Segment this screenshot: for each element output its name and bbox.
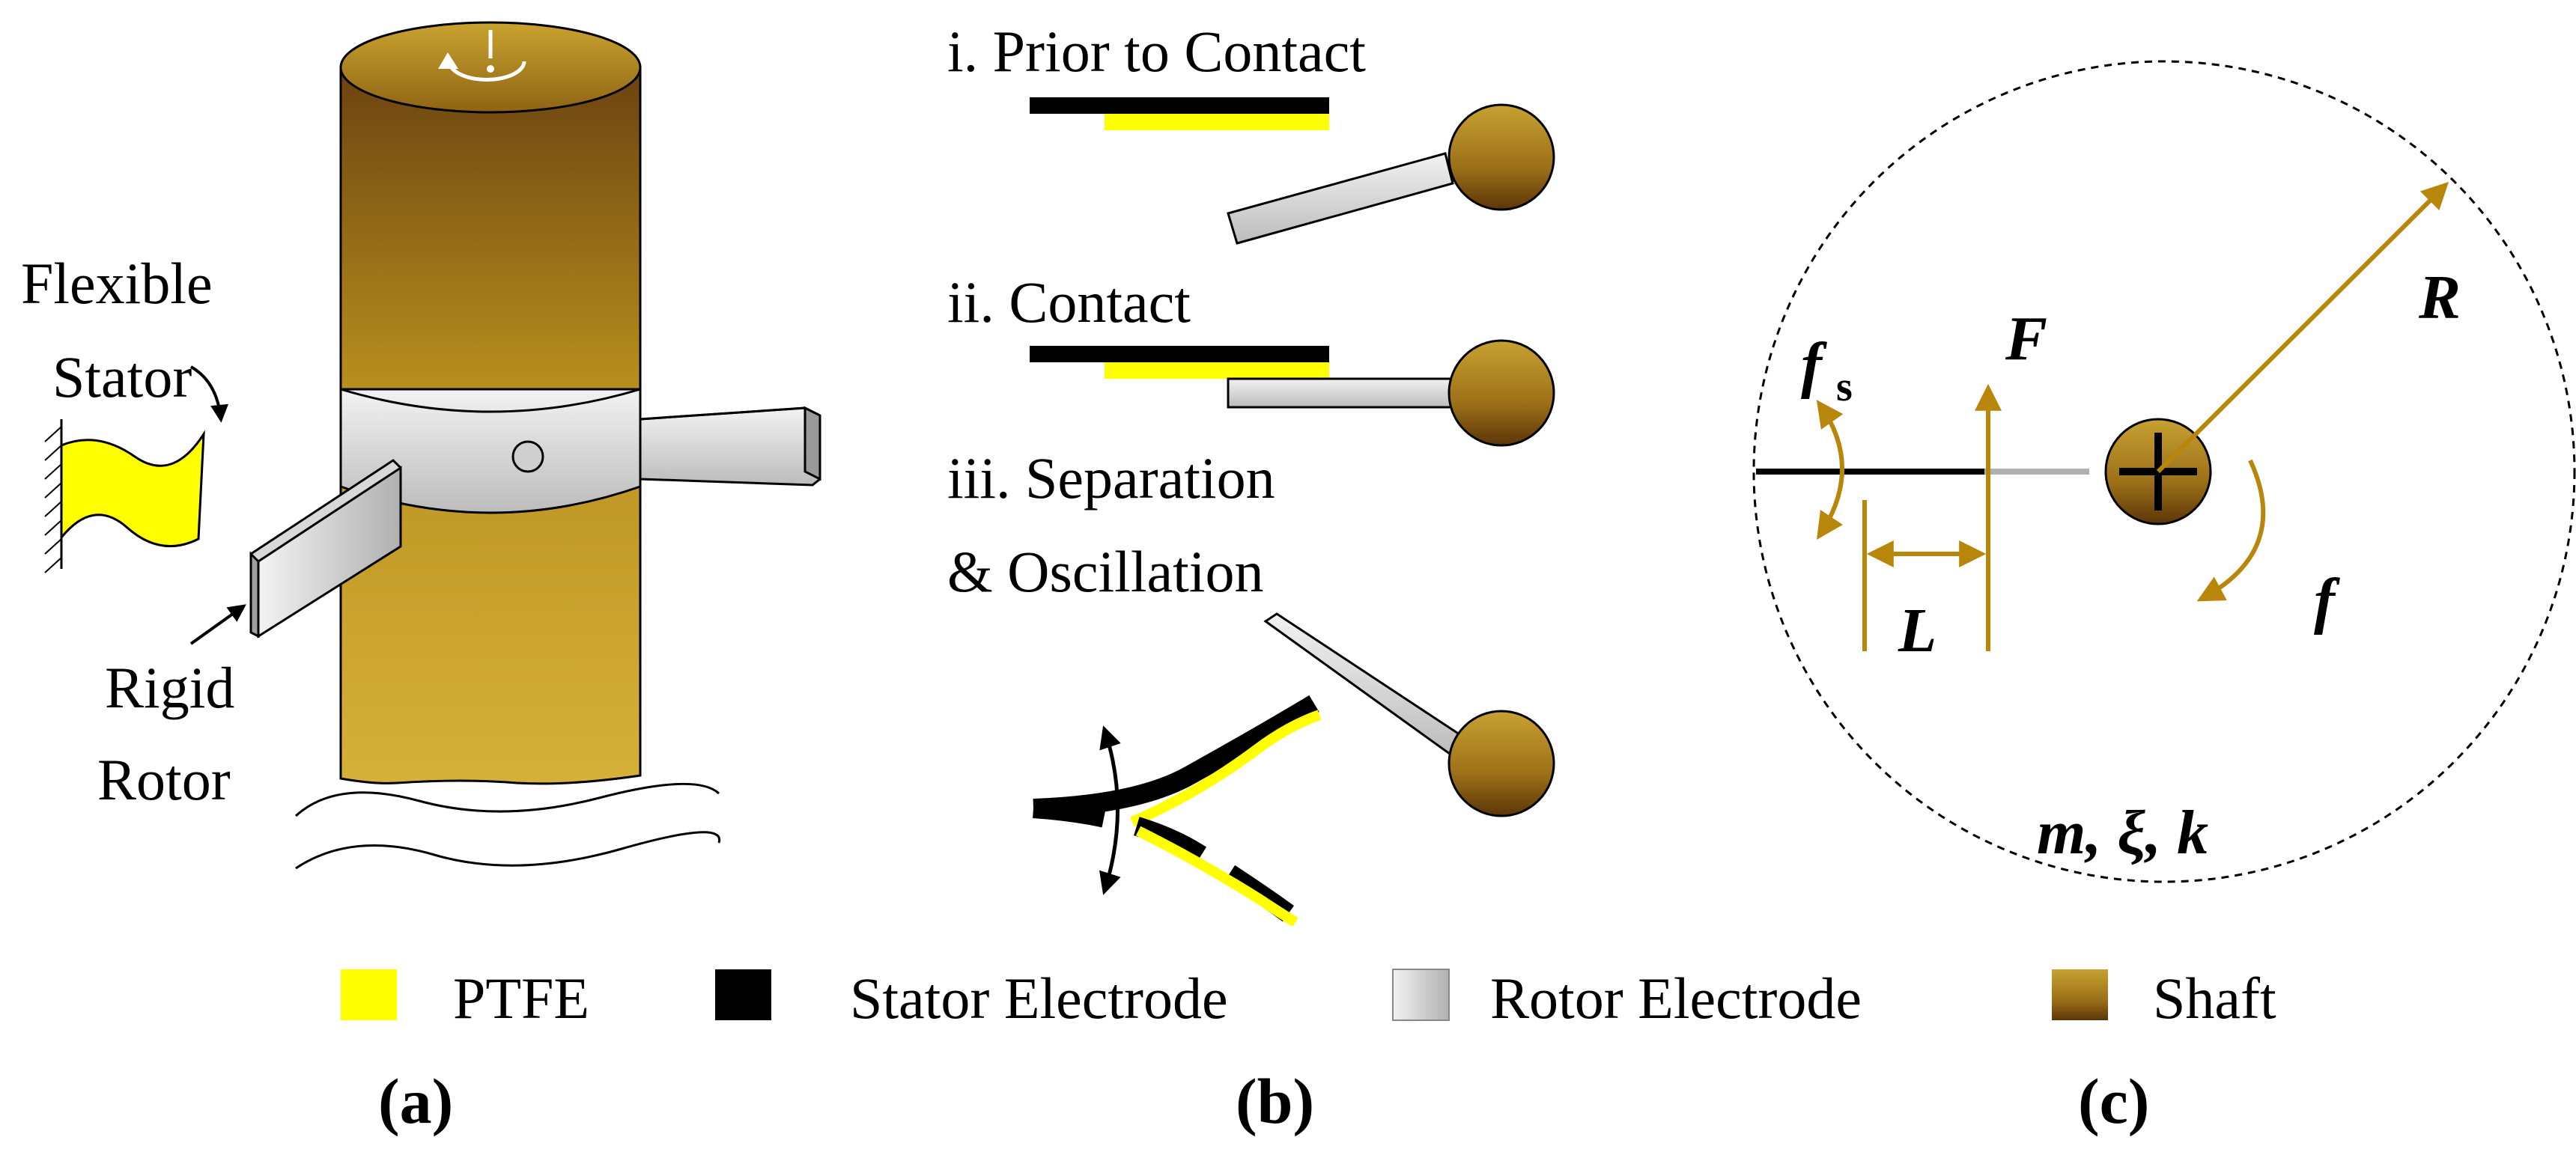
rotor-electrode xyxy=(1227,152,1454,245)
cut-line xyxy=(295,831,721,870)
ptfe-layer-deflected xyxy=(1130,710,1322,827)
rotor-pointer-arrow xyxy=(189,604,246,645)
rotor-blade-right xyxy=(639,406,821,487)
legend-label-rotor: Rotor Electrode xyxy=(1490,966,1862,1031)
label-flexible: Flexible xyxy=(21,251,213,316)
system-parameters: m, ξ, k xyxy=(2037,798,2208,868)
symbol-L: L xyxy=(1898,596,1936,665)
label-rigid: Rigid xyxy=(105,655,234,720)
legend-label-shaft: Shaft xyxy=(2153,966,2276,1031)
step-label-i: i. Prior to Contact xyxy=(947,19,1366,84)
rotation-arrow-icon xyxy=(447,61,526,82)
pin-icon xyxy=(511,440,544,473)
step-label-iii-line1: iii. Separation xyxy=(947,445,1275,511)
label-stator: Stator xyxy=(52,344,192,409)
legend-swatch-stator xyxy=(715,969,771,1020)
shaft-ball xyxy=(1448,103,1555,211)
rotor-electrode xyxy=(1227,377,1458,409)
panel-a: Flexible Stator Rigid Rotor (a) xyxy=(21,21,821,1137)
ptfe-layer-deflected xyxy=(1135,826,1298,927)
stator-electrode xyxy=(1030,97,1329,114)
stator-vibration-arrow xyxy=(1816,400,1844,540)
shaft-ball xyxy=(1448,339,1555,447)
cut-line xyxy=(294,782,720,817)
legend: PTFE Stator Electrode Rotor Electrode Sh… xyxy=(341,966,2276,1031)
rotor-blade-left xyxy=(249,459,402,638)
rotation-arrow xyxy=(2196,459,2266,602)
legend-label-ptfe: PTFE xyxy=(453,966,589,1031)
panel-c: R F L f s f m, ξ, k (c) xyxy=(1752,60,2576,1137)
ptfe-layer xyxy=(1105,114,1329,130)
legend-swatch-shaft xyxy=(2052,969,2108,1020)
shaft-ball xyxy=(1448,710,1555,817)
stator-pointer-arrow xyxy=(189,365,229,423)
step-label-iii-line2: & Oscillation xyxy=(947,539,1263,604)
legend-swatch-rotor xyxy=(1392,969,1450,1021)
stator-electrode-deflected xyxy=(1033,695,1319,818)
boundary-circle xyxy=(1752,60,2576,883)
stator-electrode xyxy=(1030,346,1329,362)
symbol-fs: f xyxy=(1801,330,1827,400)
radius-arrow xyxy=(2156,181,2449,474)
flexible-stator xyxy=(44,419,205,573)
caption-a: (a) xyxy=(378,1065,453,1137)
oscillation-arrow-icon xyxy=(1099,725,1121,895)
step-label-ii: ii. Contact xyxy=(947,269,1191,335)
legend-label-stator: Stator Electrode xyxy=(850,966,1228,1031)
caption-b: (b) xyxy=(1236,1065,1314,1137)
symbol-R: R xyxy=(2418,263,2461,332)
panel-b: i. Prior to Contact ii. Contact iii. Sep… xyxy=(947,19,1555,1137)
rotor-collar xyxy=(339,388,642,514)
symbol-f: f xyxy=(2314,566,2340,636)
caption-c: (c) xyxy=(2078,1065,2149,1137)
label-rotor: Rotor xyxy=(97,747,231,812)
symbol-fs-subscript: s xyxy=(1836,364,1853,410)
ptfe-layer xyxy=(1105,362,1329,379)
symbol-F: F xyxy=(2005,304,2047,374)
rotor-electrode xyxy=(1263,612,1466,758)
legend-swatch-ptfe xyxy=(341,969,397,1020)
